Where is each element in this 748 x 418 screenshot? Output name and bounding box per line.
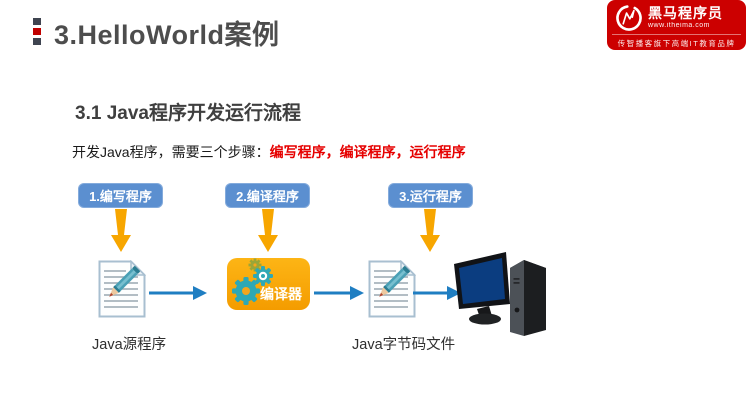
gears-icon: [232, 258, 273, 305]
bytecode-file-document-pencil-icon: [368, 260, 416, 318]
logo-row: 黑马程序员 www.itheima.com: [607, 0, 746, 34]
blue-right-arrow-icon: [149, 286, 207, 300]
logo-website: www.itheima.com: [648, 21, 710, 29]
compiler-label: 编译器: [260, 286, 302, 302]
title-bullet-marks: [33, 18, 41, 45]
blue-right-arrow-icon: [314, 286, 364, 300]
logo-divider: [612, 34, 741, 35]
orange-down-arrow-icon: [111, 209, 131, 252]
bytecode-file-label: Java字节码文件: [352, 337, 456, 353]
page-title: 3.HelloWorld案例: [54, 20, 280, 50]
logo-tagline: 传智播客旗下高端IT教育品牌: [617, 39, 736, 48]
step-chip-compile: 2.编译程序: [225, 183, 310, 208]
horse-logo-icon: [616, 5, 642, 31]
logo-texts: 黑马程序员 www.itheima.com: [648, 6, 723, 29]
desktop-computer-icon: [454, 252, 546, 336]
section-title: 3.1 Java程序开发运行流程: [75, 103, 301, 124]
compiler-box: 编译器: [227, 258, 310, 310]
logo-brand-name: 黑马程序员: [648, 5, 723, 22]
step-chip-run: 3.运行程序: [388, 183, 473, 208]
source-file-document-pencil-icon: [98, 260, 146, 318]
source-file-label: Java源程序: [92, 337, 167, 353]
bullet-square-dark: [33, 38, 41, 45]
orange-down-arrow-icon: [420, 209, 440, 252]
intro-highlight: 编写程序，编译程序，运行程序: [269, 144, 466, 160]
step-chip-write: 1.编写程序: [78, 183, 163, 208]
orange-down-arrow-icon: [258, 209, 278, 252]
intro-prefix: 开发Java程序，需要三个步骤：: [72, 144, 270, 160]
intro-text: 开发Java程序，需要三个步骤：编写程序，编译程序，运行程序: [72, 142, 466, 162]
bullet-square-dark: [33, 18, 41, 25]
blue-right-arrow-icon: [413, 286, 461, 300]
itheima-logo-badge: 黑马程序员 www.itheima.com 传智播客旗下高端IT教育品牌: [607, 0, 746, 50]
bullet-square-red: [33, 28, 41, 35]
